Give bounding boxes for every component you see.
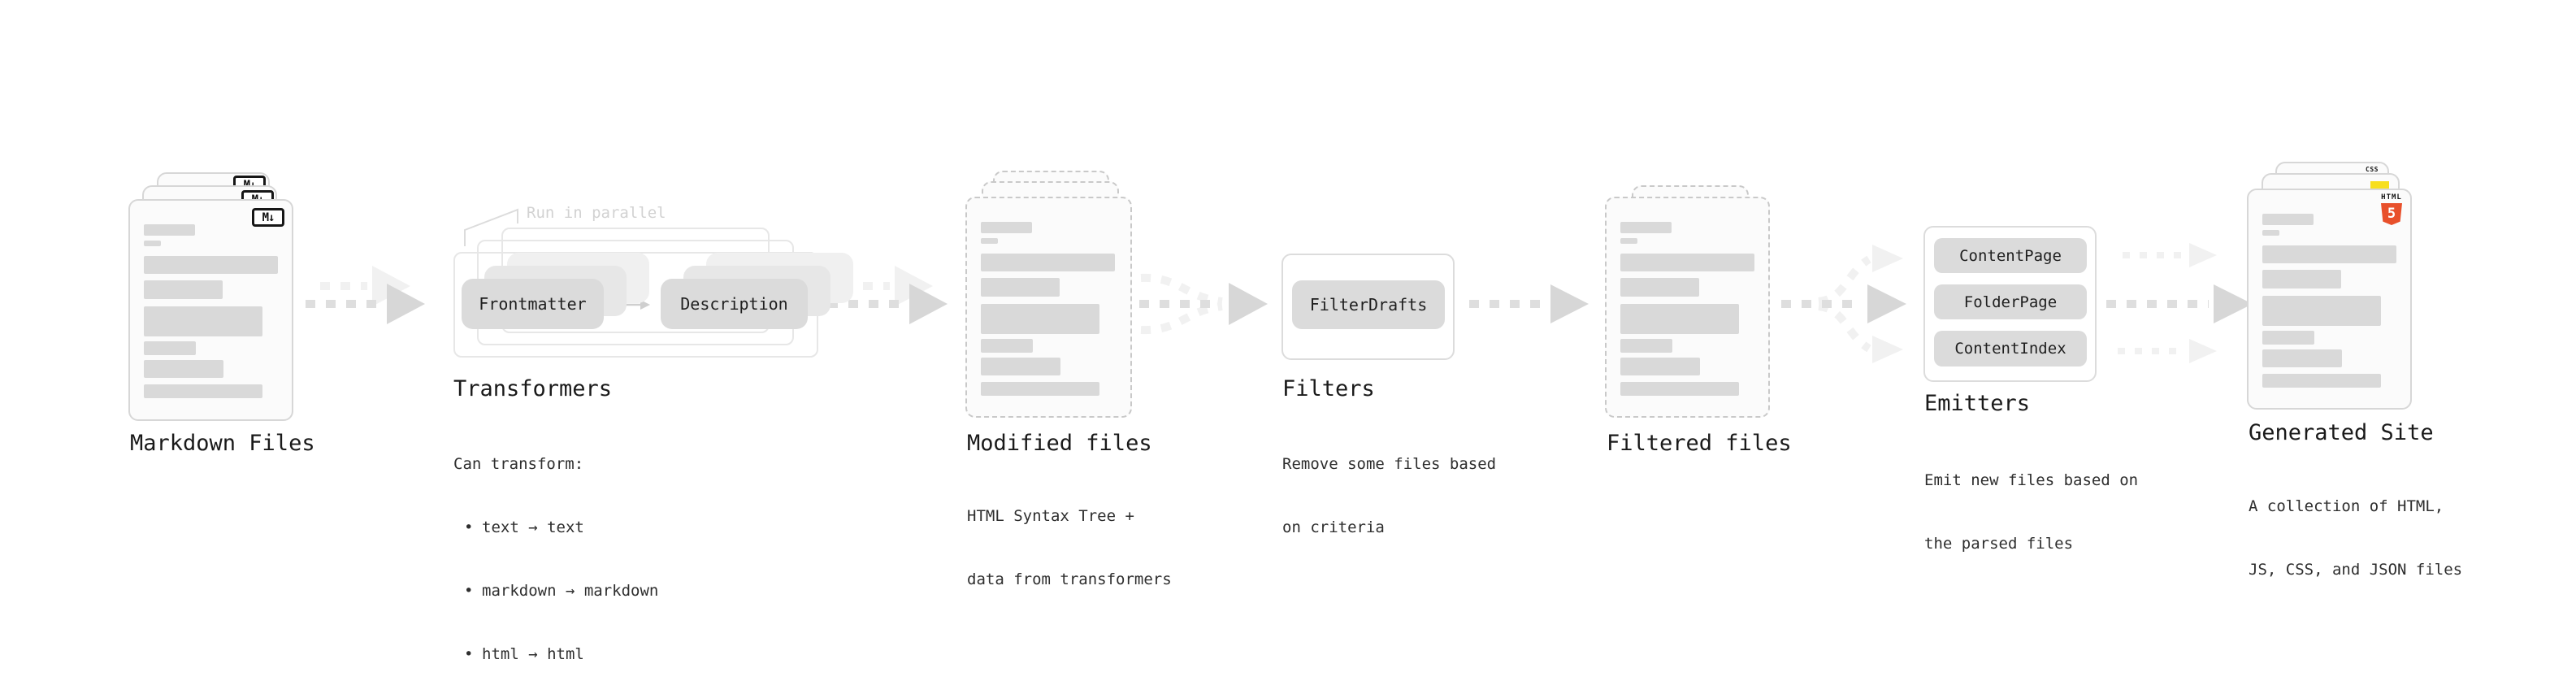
- skeleton-line: [144, 280, 223, 299]
- skeleton-line: [2262, 230, 2279, 236]
- skeleton-line: [2262, 214, 2314, 225]
- skeleton-line: [981, 339, 1033, 353]
- note-line: HTML Syntax Tree +: [967, 507, 1134, 525]
- transformers-note: Can transform: • text → text • markdown → …: [453, 411, 658, 681]
- generated-site-label: Generated Site: [2249, 420, 2434, 445]
- skeleton-line: [1620, 254, 1754, 271]
- emitter-pill-contentpage: ContentPage: [1934, 238, 2087, 273]
- skeleton-line: [144, 306, 262, 336]
- skeleton-line: [144, 384, 262, 398]
- description-pill: Description: [661, 279, 808, 329]
- transformers-note-title: Can transform:: [453, 455, 584, 473]
- skeleton-line: [981, 382, 1099, 396]
- bullet-icon: •: [464, 645, 474, 663]
- skeleton-line: [144, 256, 278, 274]
- skeleton-line: [981, 254, 1115, 271]
- markdown-file-card: M↓: [128, 199, 293, 421]
- note-line: data from transformers: [967, 570, 1172, 588]
- skeleton-line: [2262, 245, 2396, 263]
- note-line: Emit new files based on: [1924, 471, 2139, 489]
- transform-bullet: • text → text: [453, 517, 658, 538]
- skeleton-line: [144, 241, 161, 246]
- note-line: the parsed files: [1924, 535, 2074, 553]
- markdown-files-label: Markdown Files: [130, 431, 315, 456]
- transform-bullet: • html → html: [453, 644, 658, 665]
- bullet-icon: •: [464, 518, 474, 536]
- skeleton-line: [981, 278, 1060, 297]
- html-file-card: HTML 5: [2247, 189, 2412, 410]
- html5-icon-text: HTML: [2381, 193, 2402, 202]
- skeleton-line: [2262, 270, 2341, 288]
- skeleton-line: [144, 360, 223, 378]
- skeleton-line: [2262, 349, 2342, 367]
- skeleton-line: [2262, 331, 2314, 345]
- frontmatter-pill: Frontmatter: [462, 279, 604, 329]
- filters-note: Remove some files based on criteria: [1282, 411, 1496, 580]
- arrow-filters-to-filtered: [1469, 284, 1589, 323]
- bullet-text: text → text: [482, 518, 584, 536]
- bullet-text: markdown → markdown: [482, 582, 659, 600]
- skeleton-line: [1620, 238, 1637, 244]
- transform-bullet: • markdown → markdown: [453, 580, 658, 601]
- arrow-markdown-to-transformers: [306, 266, 425, 324]
- skeleton-line: [1620, 339, 1672, 353]
- run-in-parallel-annotation: Run in parallel: [527, 204, 666, 222]
- generated-site-note: A collection of HTML, JS, CSS, and JSON …: [2249, 453, 2462, 622]
- arrow-filtered-to-emitters: [1781, 245, 1906, 363]
- skeleton-line: [1620, 304, 1739, 334]
- skeleton-line: [1620, 278, 1699, 297]
- note-line: on criteria: [1282, 518, 1385, 536]
- modified-file-card: [965, 197, 1132, 418]
- filterdrafts-pill: FilterDrafts: [1292, 280, 1445, 329]
- markdown-icon: M↓: [252, 208, 284, 227]
- emitters-note: Emit new files based on the parsed files: [1924, 427, 2138, 596]
- note-line: JS, CSS, and JSON files: [2249, 561, 2463, 579]
- skeleton-line: [981, 238, 998, 244]
- skeleton-line: [2262, 374, 2381, 388]
- note-line: A collection of HTML,: [2249, 497, 2444, 515]
- skeleton-line: [1620, 382, 1739, 396]
- bullet-text: html → html: [482, 645, 584, 663]
- css-icon-text: CSS: [2366, 166, 2379, 173]
- arrow-modified-to-filters: [1139, 273, 1268, 335]
- skeleton-line: [2262, 296, 2381, 326]
- arrow-emitters-to-generated: [2106, 243, 2253, 363]
- skeleton-line: [1620, 358, 1700, 375]
- transformers-label: Transformers: [453, 376, 613, 401]
- modified-files-label: Modified files: [967, 431, 1152, 456]
- skeleton-line: [144, 224, 195, 236]
- emitter-pill-folderpage: FolderPage: [1934, 284, 2087, 319]
- skeleton-line: [144, 341, 196, 355]
- note-line: Remove some files based: [1282, 455, 1497, 473]
- emitters-label: Emitters: [1924, 391, 2031, 416]
- modified-files-note: HTML Syntax Tree + data from transformer…: [967, 463, 1172, 632]
- skeleton-line: [981, 358, 1060, 375]
- skeleton-line: [1620, 222, 1672, 233]
- run-in-parallel-leader-line: [464, 208, 518, 246]
- skeleton-line: [981, 222, 1032, 233]
- emitter-pill-contentindex: ContentIndex: [1934, 331, 2087, 367]
- bullet-icon: •: [464, 582, 474, 600]
- filters-label: Filters: [1282, 376, 1375, 401]
- filtered-files-label: Filtered files: [1607, 431, 1792, 456]
- skeleton-line: [981, 304, 1099, 334]
- filtered-file-card: [1605, 197, 1770, 418]
- html5-number: 5: [2387, 206, 2396, 222]
- html5-shield: 5: [2381, 203, 2402, 225]
- html5-icon: HTML 5: [2380, 194, 2403, 225]
